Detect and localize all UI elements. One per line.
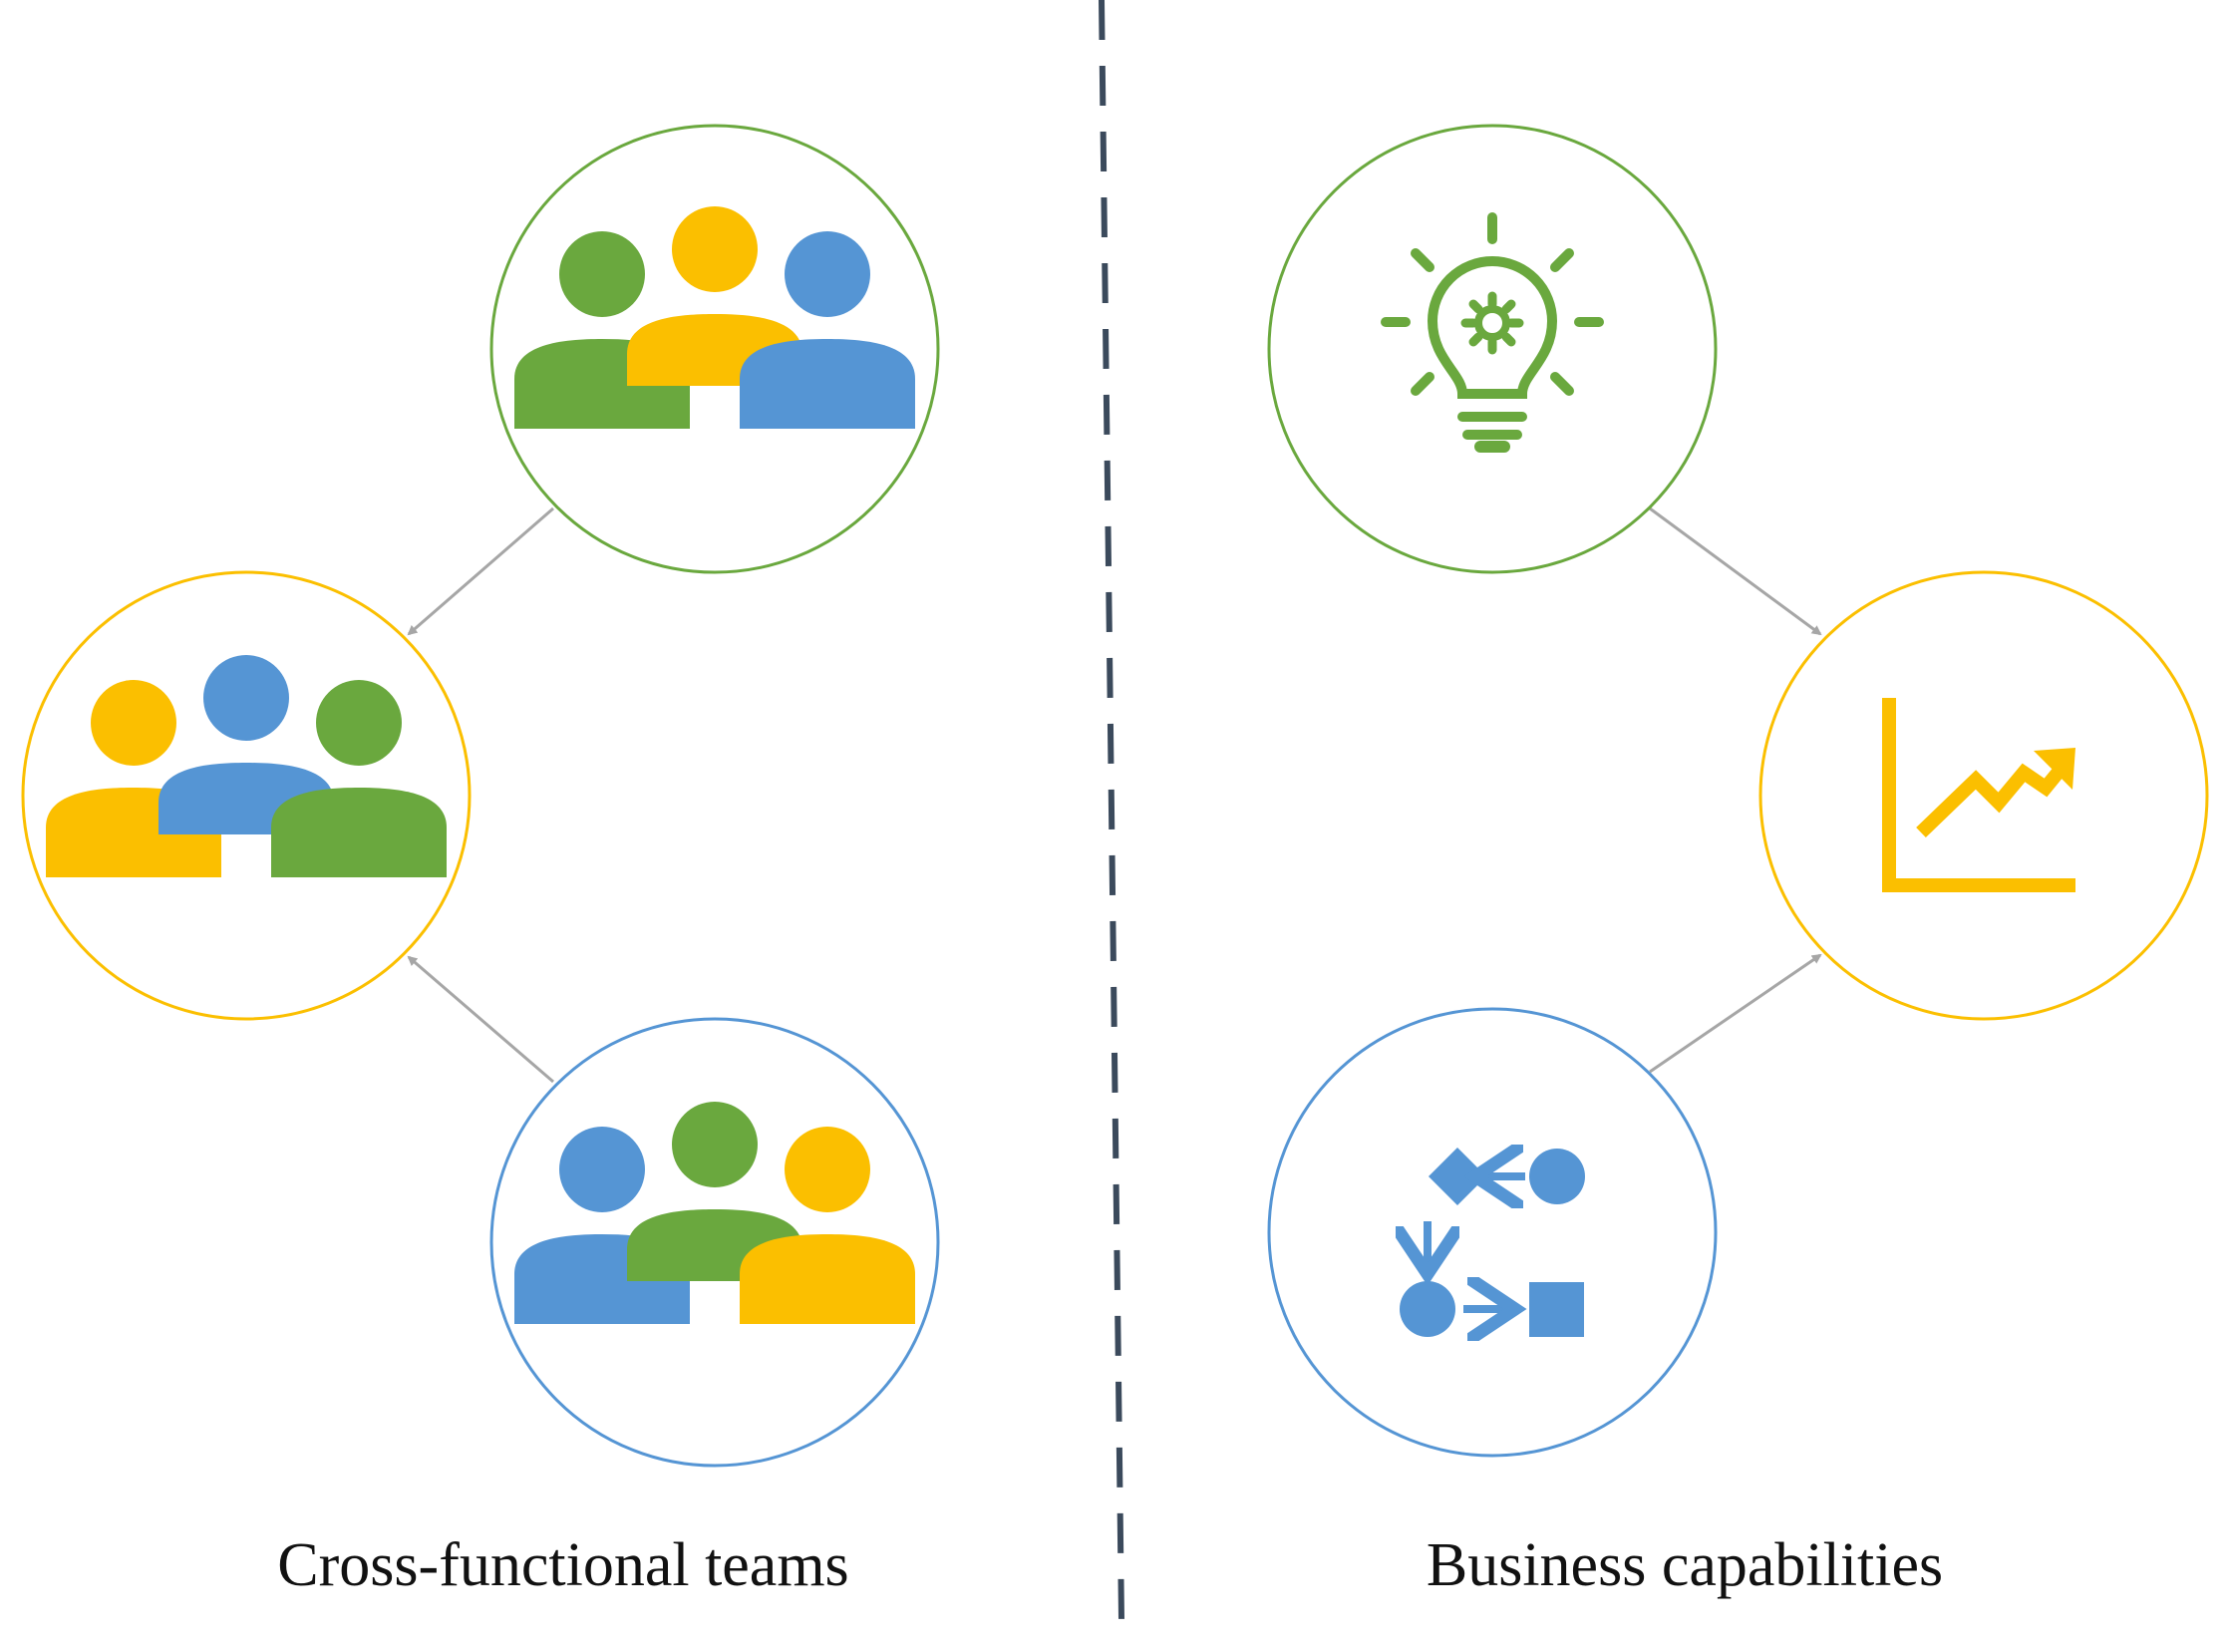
caption-business-capabilities: Business capabilities [1426, 1531, 1944, 1599]
node-cap-process [1267, 1007, 1718, 1458]
caption-cross-functional-teams: Cross-functional teams [277, 1531, 849, 1599]
dashed-divider [1099, 0, 1124, 1621]
group-of-people-icon [514, 1102, 915, 1324]
person-right-icon [271, 680, 447, 877]
group-of-people-icon [514, 206, 915, 429]
lightbulb-gear-icon [1381, 212, 1604, 453]
connector-team-blue-to-team-yellow [407, 955, 554, 1084]
connector-cap-idea-to-cap-growth [1649, 506, 1822, 636]
connector-cap-process-to-cap-growth [1649, 953, 1822, 1074]
person-right-icon [740, 1127, 915, 1324]
process-flow-icon [1400, 1148, 1585, 1337]
growth-chart-icon [1882, 698, 2075, 892]
connector-team-green-to-team-yellow [407, 506, 554, 636]
group-of-people-icon [46, 655, 447, 877]
person-right-icon [740, 231, 915, 429]
person-left-icon [514, 1127, 690, 1324]
connectors [407, 506, 1822, 1084]
